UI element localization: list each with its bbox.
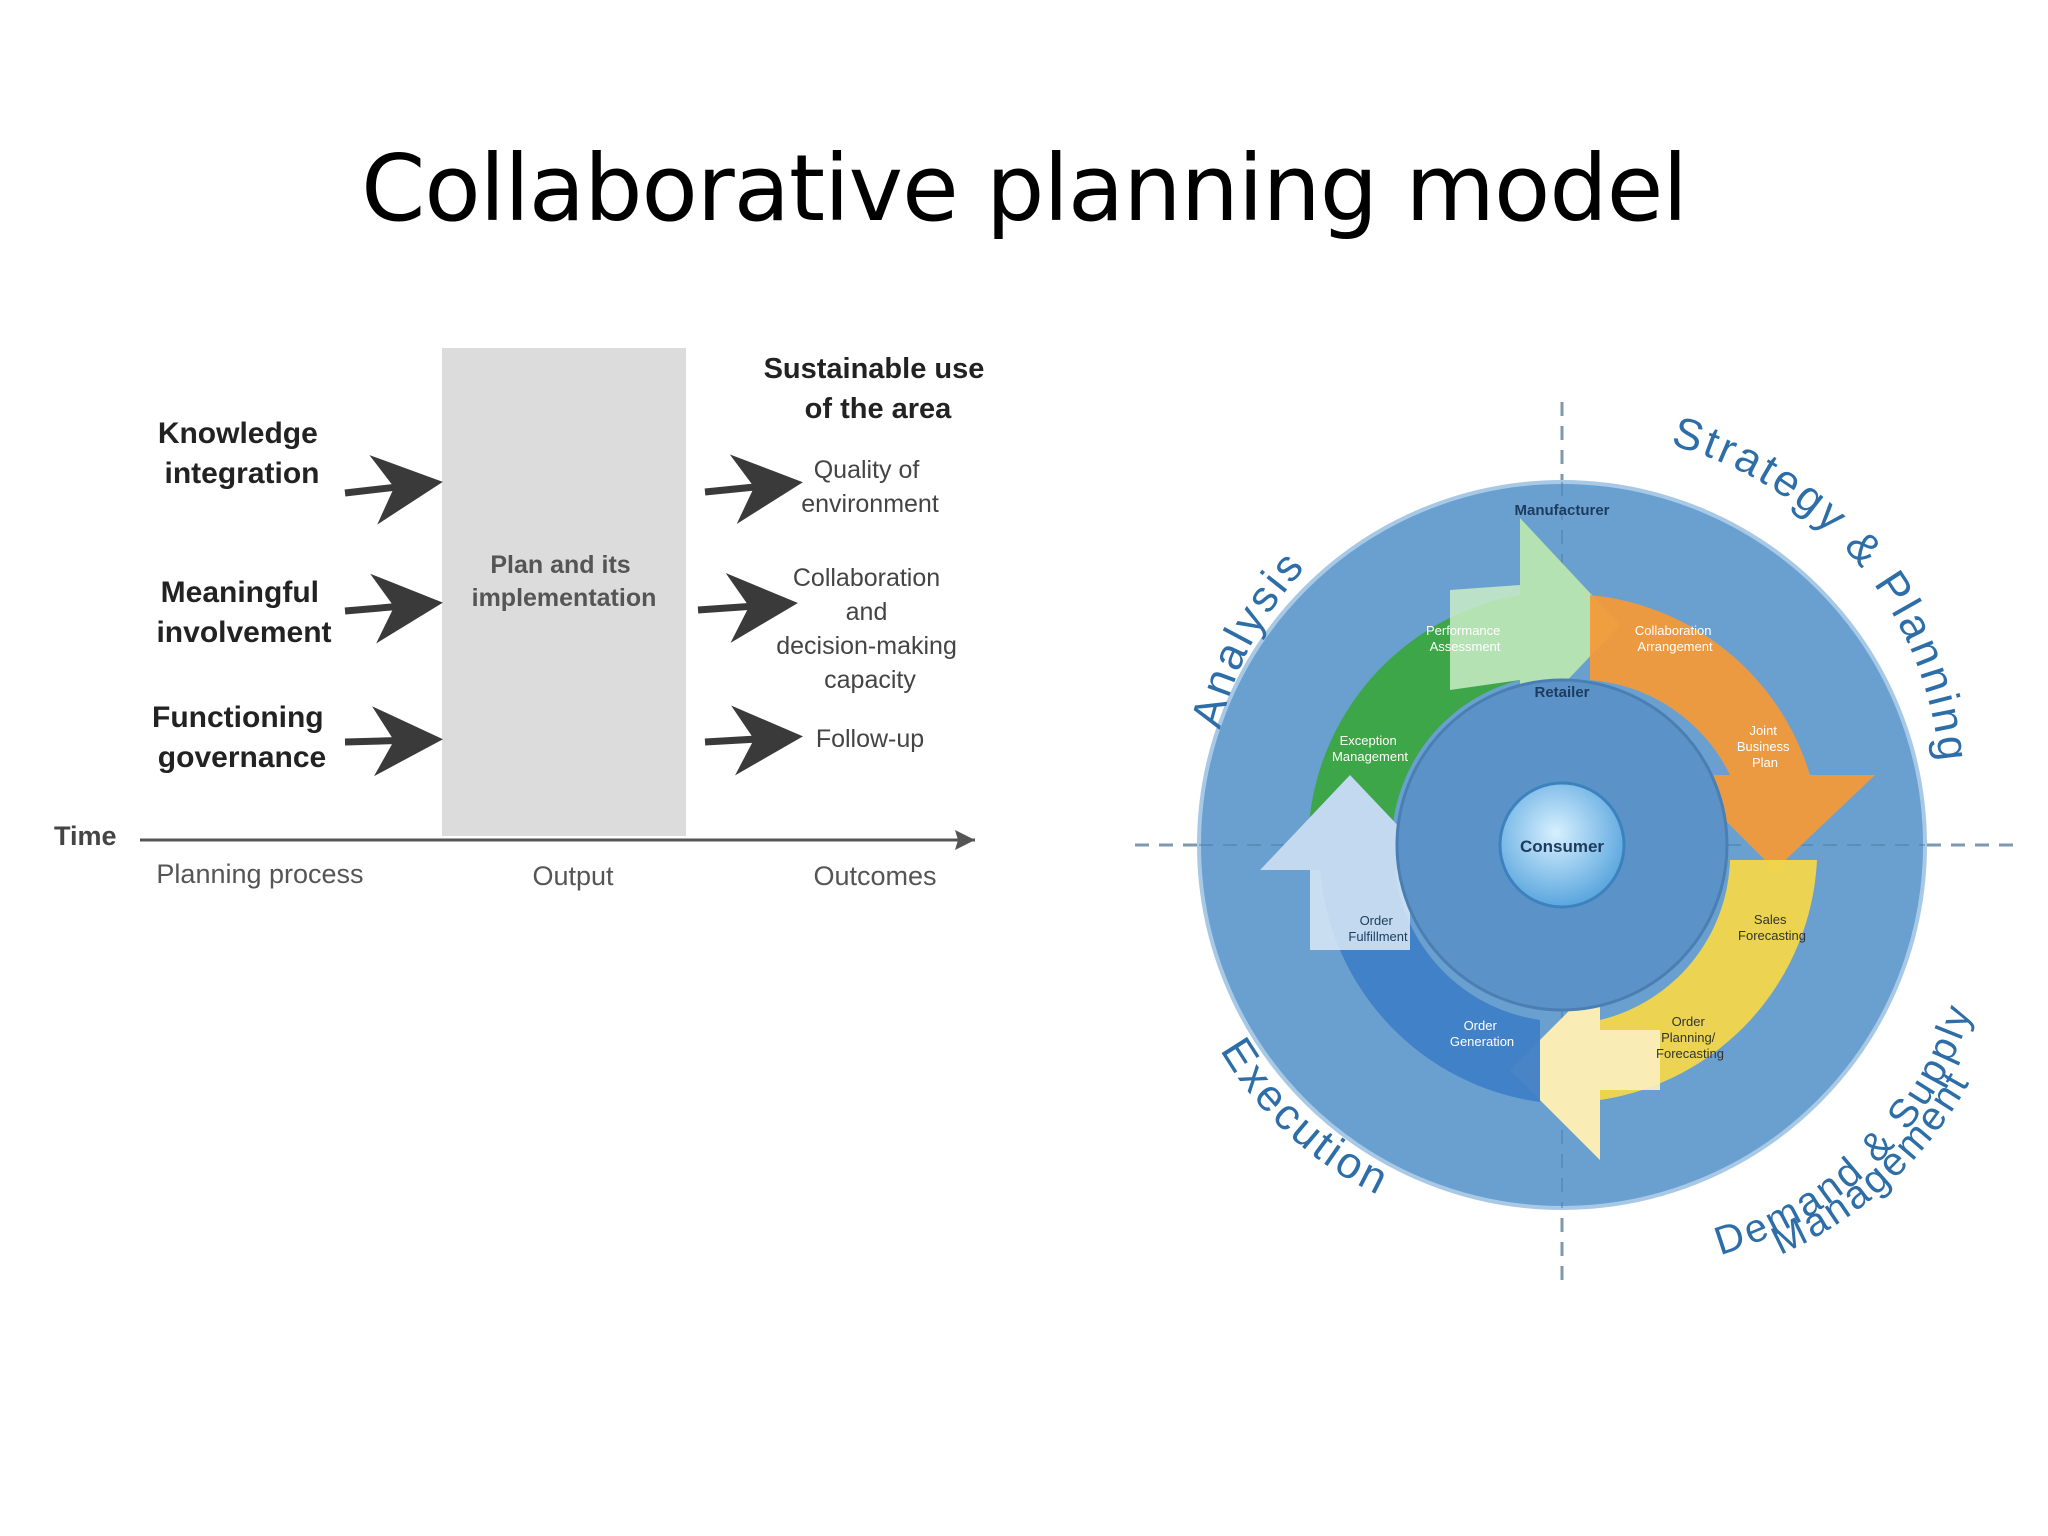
- planning-process-diagram: Plan and its implementation Knowledge in…: [54, 348, 993, 891]
- outcome-follow-up: Follow-up: [816, 725, 924, 753]
- arrow-right-icon: [704, 454, 803, 525]
- step-sales-forecasting: Sales Forecasting: [1738, 912, 1806, 943]
- arrow-right-icon: [704, 705, 803, 776]
- arrow-right-icon: [344, 706, 443, 777]
- arrow-right-icon: [697, 572, 798, 643]
- step-exception-management: Exception Management: [1332, 733, 1408, 764]
- arrow-right-icon: [344, 573, 443, 644]
- axis-label-planning-process: Planning process: [156, 859, 363, 889]
- outcomes-heading: Sustainable use of the area: [764, 353, 993, 425]
- output-box: [442, 348, 686, 836]
- light-green-arrow-head: [1450, 518, 1620, 730]
- axis-label-output: Output: [532, 861, 614, 891]
- slide-title: Collaborative planning model: [361, 135, 1688, 242]
- time-axis-arrowhead: [955, 830, 975, 850]
- input-meaningful-involvement: Meaningful involvement: [156, 576, 331, 649]
- retailer-label: Retailer: [1534, 684, 1589, 701]
- step-joint-business-plan: Joint Business Plan: [1737, 723, 1793, 770]
- manufacturer-label: Manufacturer: [1514, 502, 1609, 519]
- yellow-arrow-head-light: [1510, 980, 1660, 1160]
- inner-disc-ring: [1395, 678, 1729, 1012]
- orange-arc-arrow: [1590, 595, 1875, 870]
- axis-label-outcomes: Outcomes: [813, 861, 936, 891]
- input-knowledge-integration: Knowledge integration: [158, 417, 326, 490]
- step-performance-assessment: Performance Assessment: [1426, 623, 1504, 654]
- outcome-quality-of-environment: Quality of environment: [801, 456, 939, 518]
- step-order-generation: Order Generation: [1450, 1018, 1514, 1049]
- step-collaboration-arrangement: Collaboration Arrangement: [1635, 623, 1715, 654]
- outcome-collaboration-capacity: Collaboration and decision-making capaci…: [776, 564, 964, 694]
- collaboration-cycle-diagram: Consumer Manufacturer Retailer Performan…: [1135, 402, 2015, 1285]
- step-order-fulfillment: Order Fulfillment: [1348, 913, 1408, 944]
- input-functioning-governance: Functioning governance: [152, 701, 332, 774]
- arrow-right-icon: [344, 454, 443, 525]
- consumer-label: Consumer: [1520, 837, 1604, 856]
- step-order-planning-forecasting: Order Planning/ Forecasting: [1656, 1014, 1724, 1061]
- blue-arrow-head-light: [1260, 775, 1440, 950]
- output-box-label: Plan and its implementation: [472, 551, 657, 612]
- consumer-center: [1498, 781, 1626, 909]
- time-label: Time: [54, 821, 117, 851]
